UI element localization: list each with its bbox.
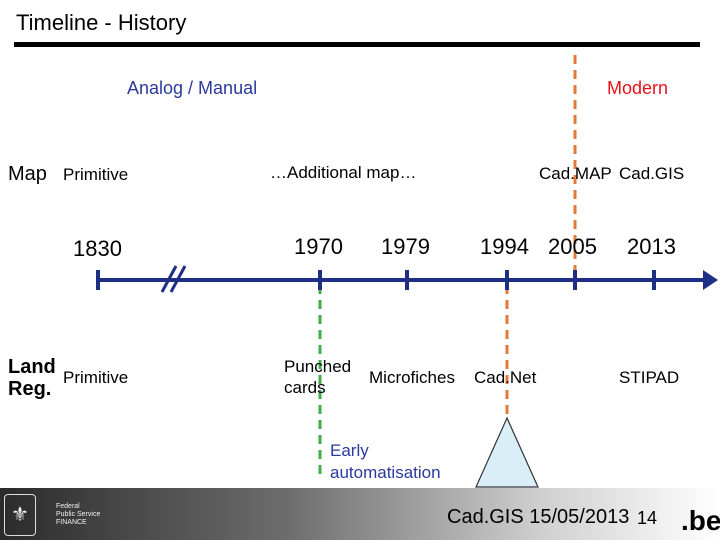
punched-cards-line2: cards xyxy=(284,378,326,397)
annotation-line1: Early xyxy=(330,441,369,460)
land-primitive-label: Primitive xyxy=(63,368,129,387)
org-line-3: FINANCE xyxy=(56,519,87,526)
land-row-label-line2: Reg. xyxy=(8,378,52,400)
year-label: 1970 xyxy=(294,234,343,259)
map-row-label: Map xyxy=(8,163,47,185)
land-row-label-line1: Land xyxy=(8,356,56,378)
org-line-2: Public Service xyxy=(56,511,101,518)
footer-band xyxy=(0,488,720,540)
map-additional-label: …Additional map… xyxy=(270,163,417,182)
annotation-line2: automatisation xyxy=(330,463,441,482)
punched-cards-line1: Punched xyxy=(284,357,352,376)
page-number: 14 xyxy=(637,508,658,528)
org-line-1: Federal xyxy=(56,503,80,510)
timeline-diagram xyxy=(96,55,718,488)
footer-date: Cad.GIS 15/05/2013 xyxy=(447,506,630,528)
page-title: Timeline - History xyxy=(16,10,187,35)
stipad-label: STIPAD xyxy=(619,368,680,387)
cadnet-triangle xyxy=(475,416,539,488)
map-cadgis-label: Cad.GIS xyxy=(619,164,685,183)
axis-break-mark-1 xyxy=(160,265,178,293)
map-primitive-label: Primitive xyxy=(63,165,129,184)
be-logo: .be xyxy=(681,505,720,537)
year-label: 1994 xyxy=(480,234,529,259)
year-label: 2013 xyxy=(627,234,676,259)
year-label: 1979 xyxy=(381,234,430,259)
title-divider xyxy=(14,42,700,47)
microfiches-label: Microfiches xyxy=(369,368,455,387)
era-modern-label: Modern xyxy=(607,78,669,98)
be-logo-text: .be xyxy=(681,505,720,536)
map-cadmap-label: Cad.MAP xyxy=(539,164,612,183)
year-label: 2005 xyxy=(548,234,597,259)
cadnet-label: Cad.Net xyxy=(474,368,537,387)
axis-arrowhead xyxy=(703,270,718,290)
org-name: Federal Public Service FINANCE xyxy=(56,503,100,527)
federal-crest-icon: ⚜ xyxy=(4,494,36,536)
axis-break-mark-2 xyxy=(169,265,187,293)
era-analog-label: Analog / Manual xyxy=(127,78,258,98)
year-label: 1830 xyxy=(73,236,122,261)
